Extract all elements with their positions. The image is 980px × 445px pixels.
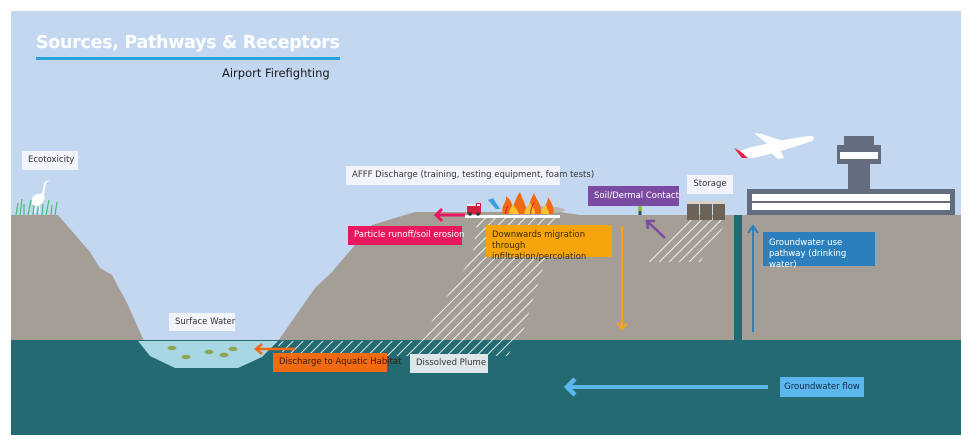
- label-particle-runoff: Particle runoff/soil erosion: [348, 226, 464, 245]
- runway-slab: [465, 215, 560, 218]
- well-shaft: [734, 215, 742, 341]
- fire-truck-icon: [467, 203, 481, 216]
- discharge-aquatic-arrow-icon: [254, 343, 295, 355]
- plume-groundwater-hatch: [275, 341, 515, 356]
- label-downwards-migration: Downwards migration through infiltration…: [486, 225, 612, 262]
- label-dissolved-plume: Dissolved Plume: [410, 354, 488, 373]
- title-underline: [36, 57, 340, 60]
- label-groundwater-use: Groundwater use pathway (drinking water): [763, 232, 875, 270]
- terminal-building-icon: [747, 189, 955, 215]
- label-discharge-aquatic: Discharge to Aquatic Habitat: [273, 353, 401, 372]
- fire-icon: [502, 192, 554, 215]
- groundwater-flow-arrow-icon: [563, 377, 768, 397]
- storage-tanks-icon: [687, 201, 725, 220]
- diagram-subtitle: Airport Firefighting: [222, 66, 330, 80]
- soil-dermal-contact-arrow-icon: [645, 219, 666, 239]
- diagram-title: Sources, Pathways & Receptors: [36, 33, 340, 53]
- label-surface-water: Surface Water: [169, 313, 235, 331]
- left-hill-soil: [11, 215, 144, 341]
- control-tower-icon: [837, 136, 881, 189]
- label-soil-dermal-contact: Soil/Dermal Contact: [588, 186, 679, 206]
- plume-storage-hatch: [644, 217, 730, 262]
- egret-icon: [31, 180, 50, 214]
- label-afff-discharge: AFFF Discharge (training, testing equipm…: [346, 166, 594, 185]
- grass-icon: [15, 197, 58, 216]
- groundwater-use-arrow-icon: [747, 224, 759, 332]
- label-storage: Storage: [687, 175, 733, 194]
- label-ecotoxicity: Ecotoxicity: [22, 151, 78, 170]
- airplane-icon: [734, 133, 815, 159]
- label-groundwater-flow: Groundwater flow: [780, 377, 864, 397]
- particle-runoff-arrow-icon: [433, 207, 465, 223]
- fish-icon: [167, 345, 238, 360]
- downwards-migration-arrow-icon: [616, 226, 628, 331]
